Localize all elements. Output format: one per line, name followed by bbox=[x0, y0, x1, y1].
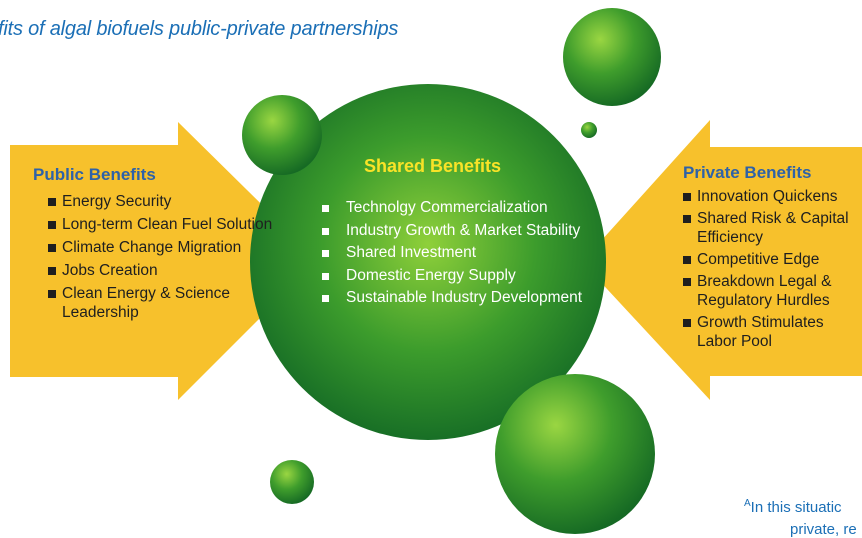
shared-benefit-item: Industry Growth & Market Stability bbox=[322, 221, 612, 240]
shared-benefits-panel: Shared Benefits Technolgy Commercializat… bbox=[322, 157, 612, 311]
private-benefit-item: Competitive Edge bbox=[683, 250, 862, 269]
private-benefit-item: Growth Stimulates Labor Pool bbox=[683, 313, 862, 351]
footnote-text: In this situatic bbox=[750, 499, 842, 516]
public-benefit-item: Clean Energy & Science Leadership bbox=[48, 284, 273, 322]
public-benefits-arrow bbox=[10, 122, 318, 400]
public-benefit-item: Long-term Clean Fuel Solution bbox=[48, 215, 273, 234]
page-title: fits of algal biofuels public-private pa… bbox=[0, 18, 399, 40]
private-benefit-item: Innovation Quickens bbox=[683, 187, 862, 206]
public-benefits-panel: Public Benefits Energy Security Long-ter… bbox=[33, 165, 273, 326]
shared-benefit-item: Domestic Energy Supply bbox=[322, 266, 612, 285]
shared-benefits-list: Technolgy Commercialization Industry Gro… bbox=[322, 198, 612, 307]
footnote-continuation: private, re bbox=[790, 521, 857, 538]
private-benefits-heading: Private Benefits bbox=[683, 163, 812, 182]
private-benefits-list: Innovation Quickens Shared Risk & Capita… bbox=[683, 187, 862, 351]
public-benefit-item: Climate Change Migration bbox=[48, 238, 273, 257]
footnote-marker: A bbox=[744, 498, 751, 509]
private-benefits-arrow bbox=[582, 120, 862, 400]
private-benefit-item: Breakdown Legal & Regulatory Hurdles bbox=[683, 272, 862, 310]
private-benefit-item: Shared Risk & Capital Efficiency bbox=[683, 209, 862, 247]
public-benefit-item: Energy Security bbox=[48, 192, 273, 211]
shared-benefits-bubble bbox=[250, 84, 606, 440]
bubble-bottom-right bbox=[495, 374, 655, 534]
footnote: AIn this situatic bbox=[744, 498, 842, 516]
bubble-top-right bbox=[563, 8, 661, 106]
bubble-tiny-right bbox=[581, 122, 597, 138]
shared-benefits-heading: Shared Benefits bbox=[364, 156, 502, 176]
public-benefits-heading: Public Benefits bbox=[33, 165, 156, 184]
shared-benefit-item: Technolgy Commercialization bbox=[322, 198, 612, 217]
bubble-small-left-top bbox=[242, 95, 322, 175]
shared-benefit-item: Shared Investment bbox=[322, 243, 612, 262]
public-benefits-list: Energy Security Long-term Clean Fuel Sol… bbox=[48, 192, 273, 322]
public-benefit-item: Jobs Creation bbox=[48, 261, 273, 280]
private-benefits-panel: Private Benefits Innovation Quickens Sha… bbox=[683, 163, 862, 354]
shared-benefit-item: Sustainable Industry Development bbox=[322, 288, 612, 307]
bubble-small-bottom-left bbox=[270, 460, 314, 504]
